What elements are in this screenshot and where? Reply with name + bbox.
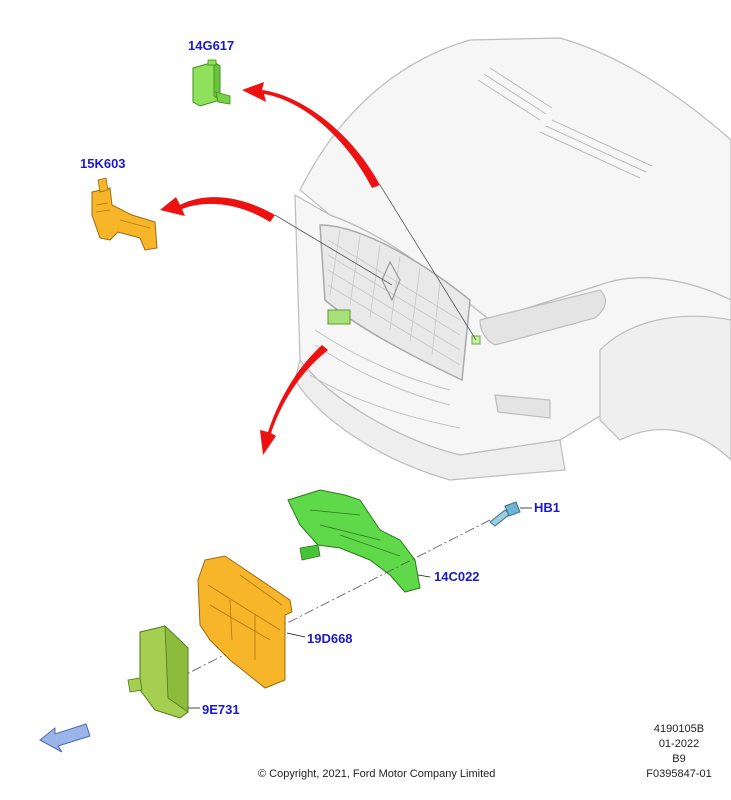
- lower-grille: [309, 329, 461, 429]
- label-15k603: 15K603: [80, 156, 126, 171]
- vehicle-bumper: [294, 358, 566, 481]
- vehicle-fender: [599, 315, 731, 461]
- back-arrow-icon[interactable]: [39, 723, 91, 753]
- grille-emblem: [381, 260, 401, 302]
- vehicle-camera-marker: [327, 309, 351, 325]
- label-14g617: 14G617: [188, 38, 235, 53]
- red-pointer-arrows: [160, 82, 380, 455]
- arrow-to-camera: [260, 345, 328, 455]
- vehicle-grille: [319, 224, 471, 382]
- doc-revision: B9: [672, 753, 686, 765]
- part-9e731-shape: [127, 625, 189, 719]
- part-15k603-shape: [91, 177, 158, 251]
- part-hb1-shape: [489, 501, 521, 527]
- leader-lines: [274, 184, 477, 341]
- label-14c022: 14C022: [434, 569, 480, 584]
- figure-id: F0395847-01: [646, 768, 712, 780]
- vehicle-lower-lamp: [494, 394, 551, 419]
- copyright-text: © Copyright, 2021, Ford Motor Company Li…: [258, 768, 496, 780]
- label-leaders: [188, 507, 532, 709]
- vehicle-headlamp: [479, 289, 607, 346]
- arrow-to-14g617: [242, 82, 380, 188]
- label-hb1: HB1: [534, 500, 561, 515]
- label-9e731: 9E731: [202, 702, 240, 717]
- part-14g617-shape: [192, 59, 231, 107]
- part-14c022-shape: [287, 489, 421, 593]
- arrow-to-15k603: [160, 197, 275, 222]
- part-19d668-shape: [197, 555, 293, 689]
- hood-vents: [477, 67, 653, 179]
- doc-date: 01-2022: [658, 738, 700, 750]
- doc-number: 4190105B: [653, 723, 705, 735]
- label-19d668: 19D668: [307, 631, 353, 646]
